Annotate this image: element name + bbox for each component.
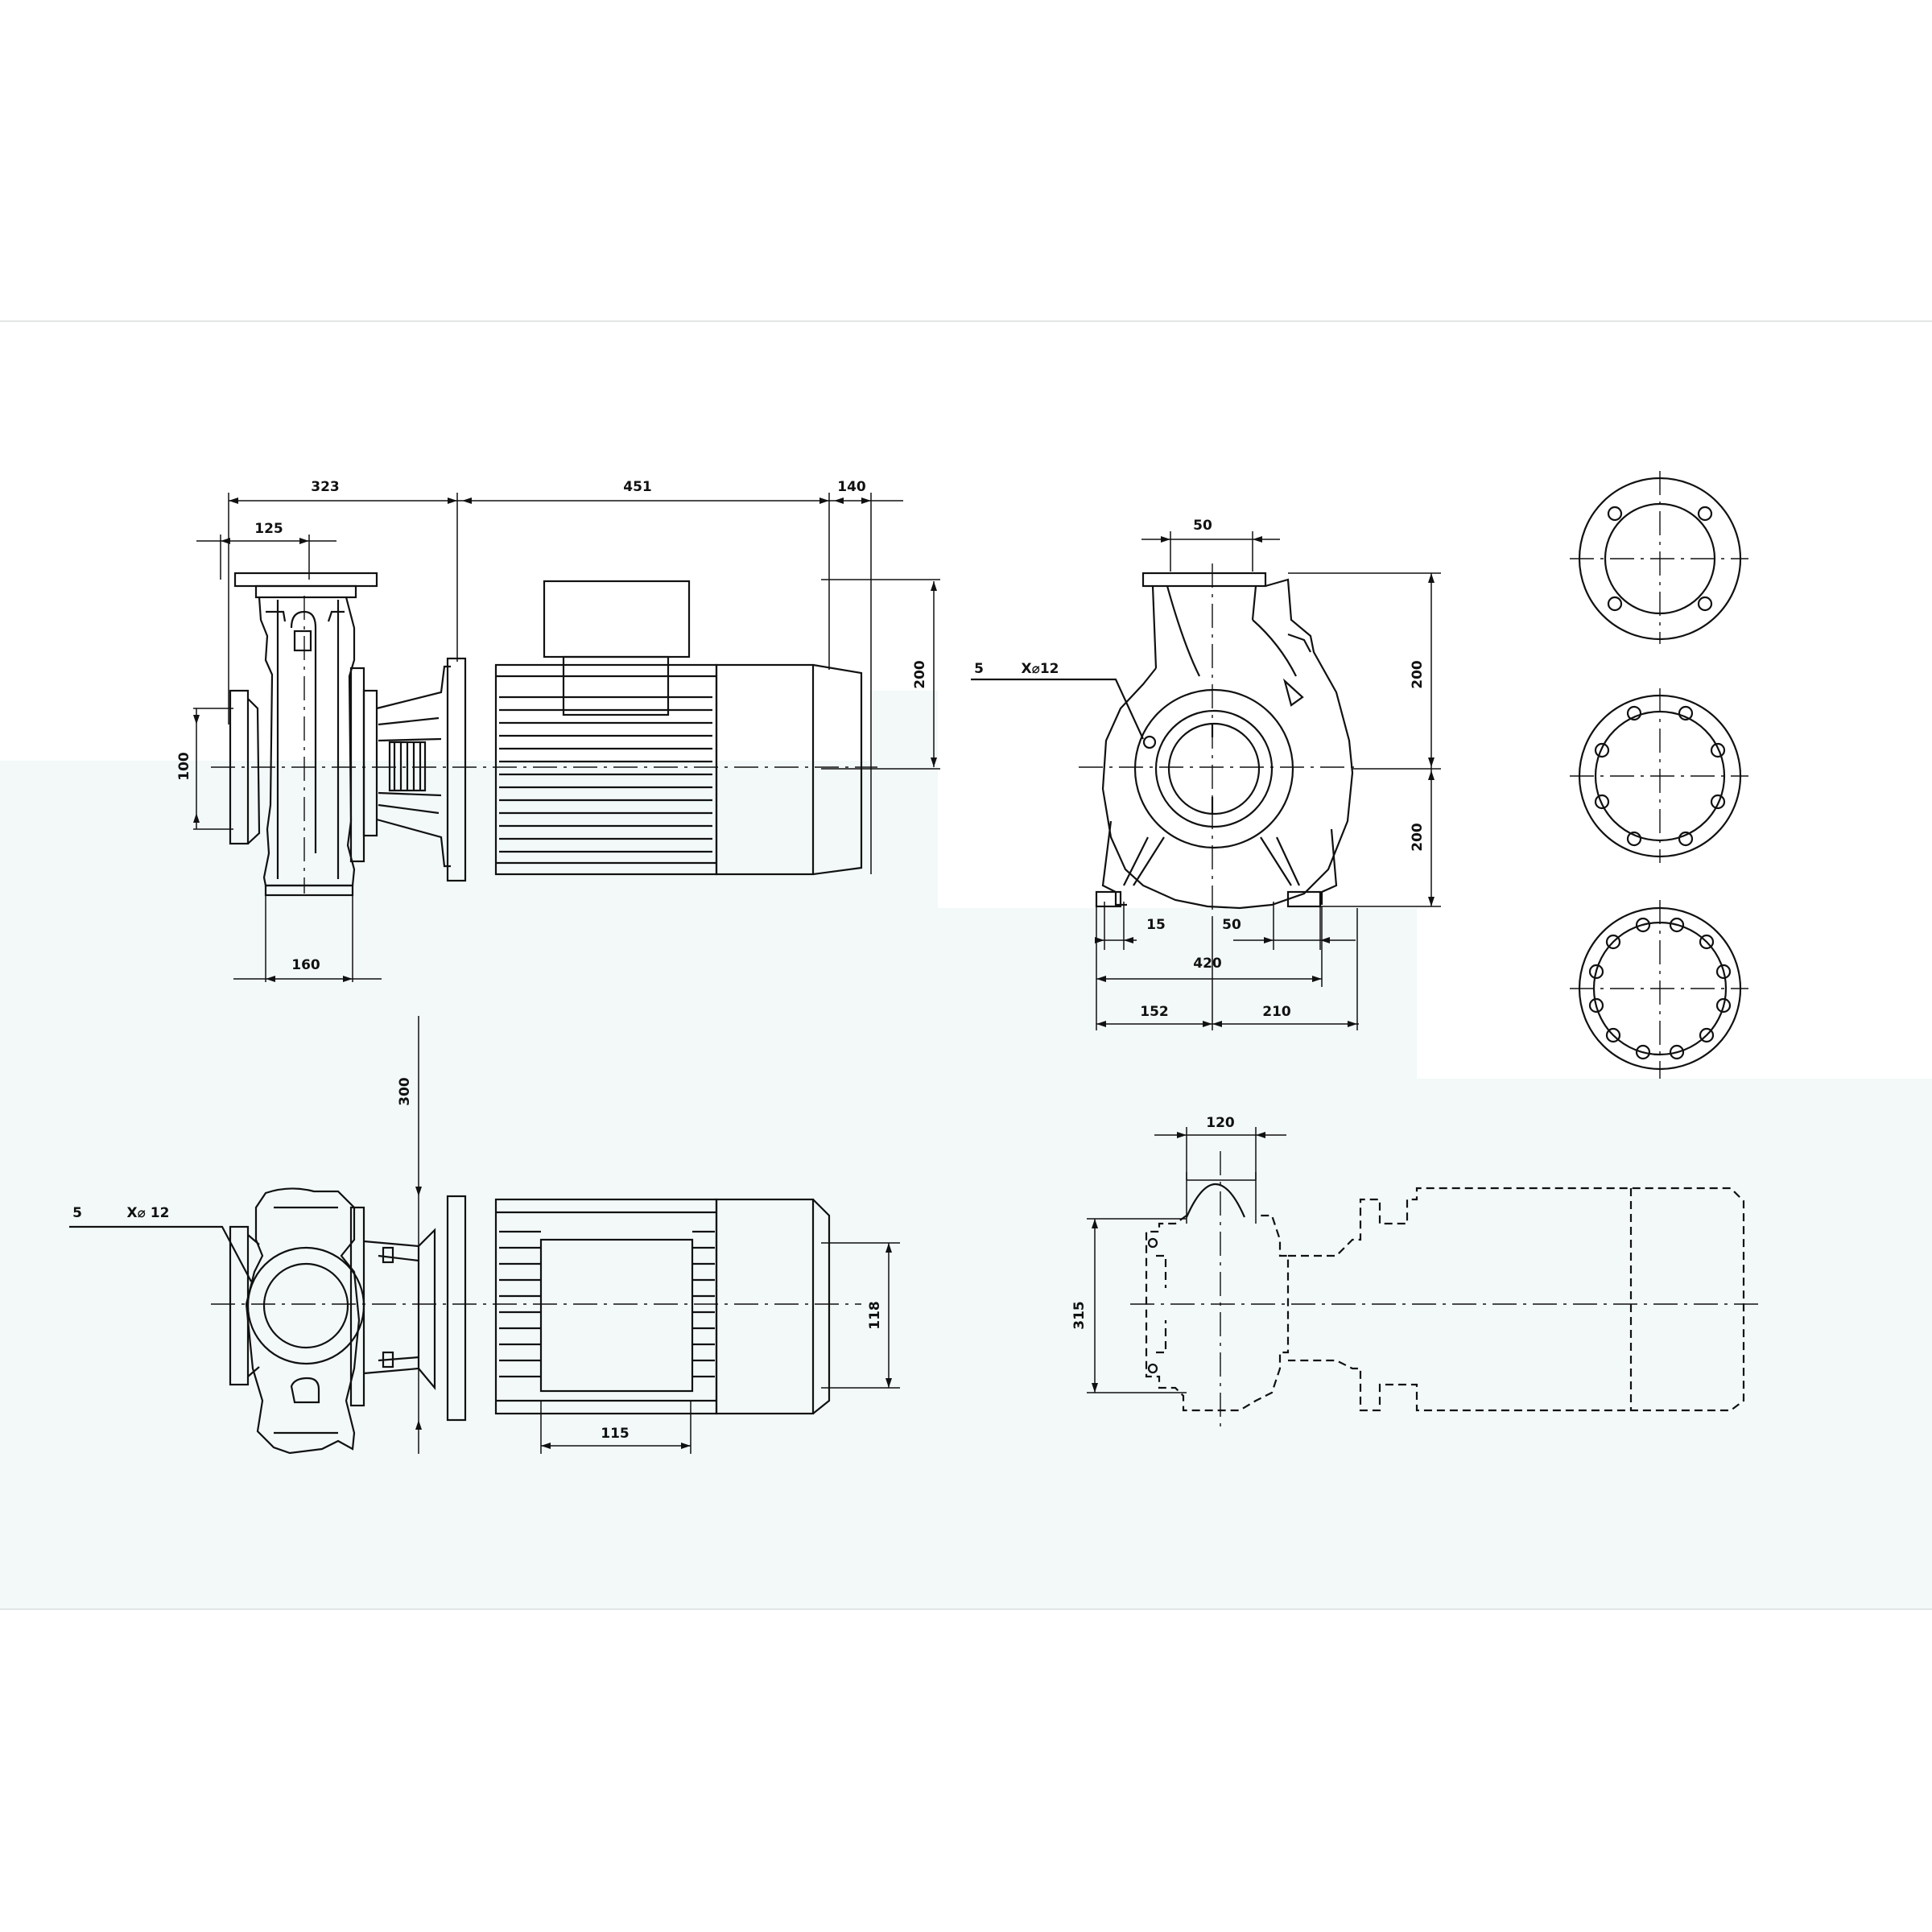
dim-side-outlet: 100 bbox=[176, 752, 192, 781]
front-dimensions bbox=[1096, 531, 1441, 1030]
dim-side-top-a: 323 bbox=[311, 479, 340, 495]
dim-front-top: 50 bbox=[1193, 518, 1212, 534]
dim-front-right: 210 bbox=[1262, 1004, 1291, 1020]
front-hole-spec: X⌀12 bbox=[1022, 661, 1059, 677]
dim-plan-height: 118 bbox=[867, 1301, 883, 1330]
side-view bbox=[211, 572, 877, 897]
front-hole-count: 5 bbox=[974, 661, 984, 677]
flange-12-hole bbox=[1570, 900, 1748, 1079]
dim-plan-base: 115 bbox=[601, 1426, 630, 1442]
dim-side-top-c: 140 bbox=[837, 479, 866, 495]
back-arrows bbox=[1092, 1132, 1265, 1393]
top-rule bbox=[0, 320, 1932, 322]
plan-arrows bbox=[415, 1187, 892, 1449]
dim-side-top-b: 451 bbox=[623, 479, 652, 495]
dim-plan-vertical: 300 bbox=[397, 1077, 413, 1106]
front-view bbox=[971, 564, 1360, 918]
dim-front-foot-b: 50 bbox=[1222, 917, 1241, 933]
plan-dimensions bbox=[418, 1016, 900, 1454]
back-view bbox=[1130, 1151, 1763, 1430]
dimension-labels: 323 451 140 125 200 100 160 50 200 200 1… bbox=[72, 479, 1426, 1442]
plan-hole-spec: X⌀ 12 bbox=[127, 1205, 170, 1221]
flange-4-hole bbox=[1570, 471, 1748, 644]
dim-side-base: 160 bbox=[291, 957, 320, 973]
plan-hole-count: 5 bbox=[72, 1205, 82, 1221]
dim-front-base: 420 bbox=[1193, 956, 1222, 972]
dim-back-height: 315 bbox=[1071, 1301, 1088, 1330]
dim-front-down: 200 bbox=[1410, 823, 1426, 852]
dim-front-up: 200 bbox=[1410, 660, 1426, 689]
dim-side-height: 200 bbox=[912, 660, 928, 689]
side-arrows bbox=[193, 497, 937, 982]
side-dimensions bbox=[193, 493, 940, 982]
tint-areas bbox=[0, 691, 1932, 1608]
front-arrows bbox=[1095, 536, 1435, 1027]
bottom-rule bbox=[0, 1608, 1932, 1610]
plan-view bbox=[69, 1187, 861, 1455]
dim-back-top: 120 bbox=[1206, 1115, 1235, 1131]
dim-side-inner: 125 bbox=[254, 521, 283, 537]
dim-front-foot-a: 15 bbox=[1146, 917, 1166, 933]
dim-front-left: 152 bbox=[1140, 1004, 1169, 1020]
flange-8-hole bbox=[1570, 688, 1748, 863]
